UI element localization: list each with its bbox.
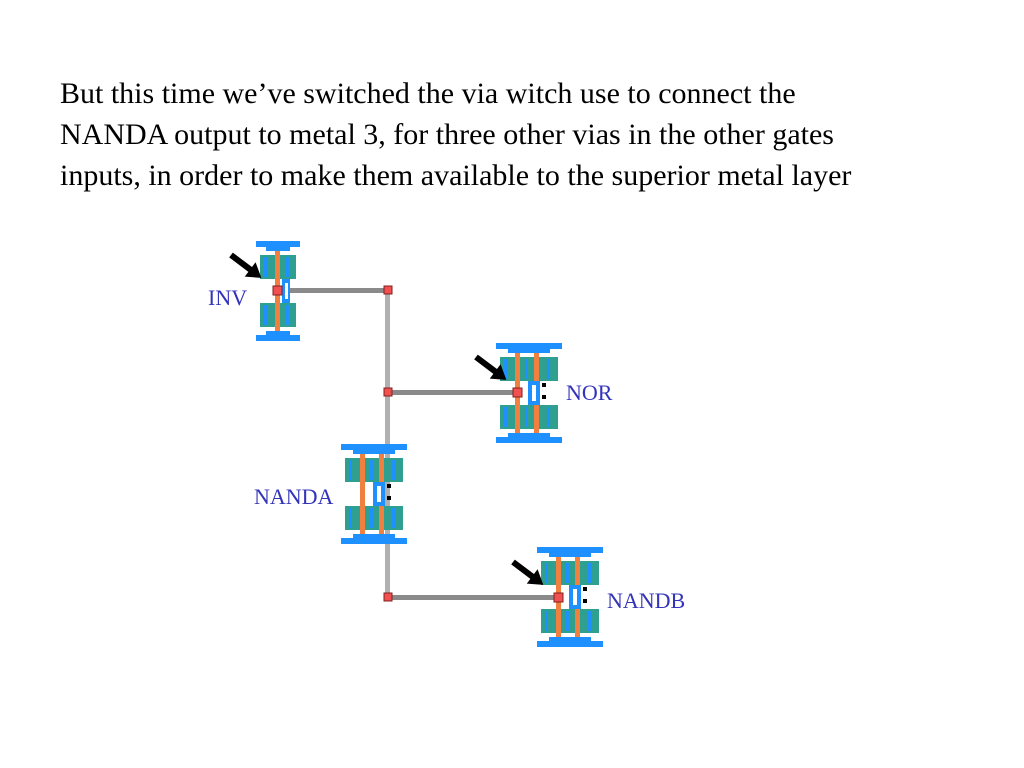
via-nandb-input [553,592,564,603]
caption-line-2: NANDA output to metal 3, for three other… [60,118,834,151]
via-inv-corner [383,285,393,295]
label-inv: INV [208,285,248,310]
wire-to-nandb [388,595,558,600]
via-inv-input [272,285,283,296]
wire-to-inv [278,288,389,293]
caption-line-1: But this time we’ve switched the via wit… [60,77,796,110]
via-nandb-corner [383,592,393,602]
label-nanda: NANDA [254,484,334,509]
slide-caption: But this time we’ve switched the via wit… [60,73,1000,196]
label-nor: NOR [566,380,613,405]
nanda-gate-cell [341,444,407,544]
via-nor-branch [383,387,393,397]
wire-to-nor [388,390,518,395]
via-nor-input [512,387,523,398]
caption-line-3: inputs, in order to make them available … [60,159,852,192]
label-nandb: NANDB [607,588,686,613]
